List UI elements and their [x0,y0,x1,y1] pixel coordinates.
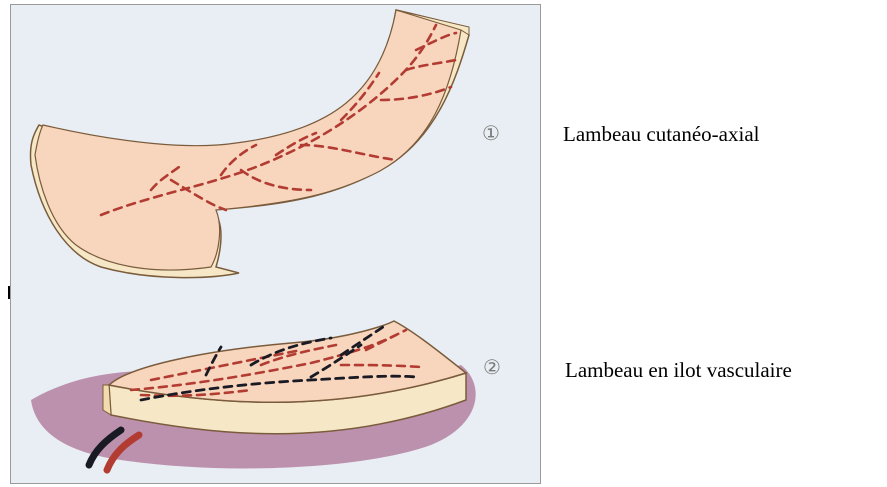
flap-illustration [10,4,541,484]
circled-digit-one-icon: ① [482,123,500,143]
caption-island-flap: Lambeau en ilot vasculaire [565,360,792,381]
flap-diagram-svg [11,5,541,484]
caption-axial-flap: Lambeau cutanéo-axial [563,124,759,145]
island-flap-front [103,385,111,415]
circled-digit-two-icon: ② [483,357,501,377]
